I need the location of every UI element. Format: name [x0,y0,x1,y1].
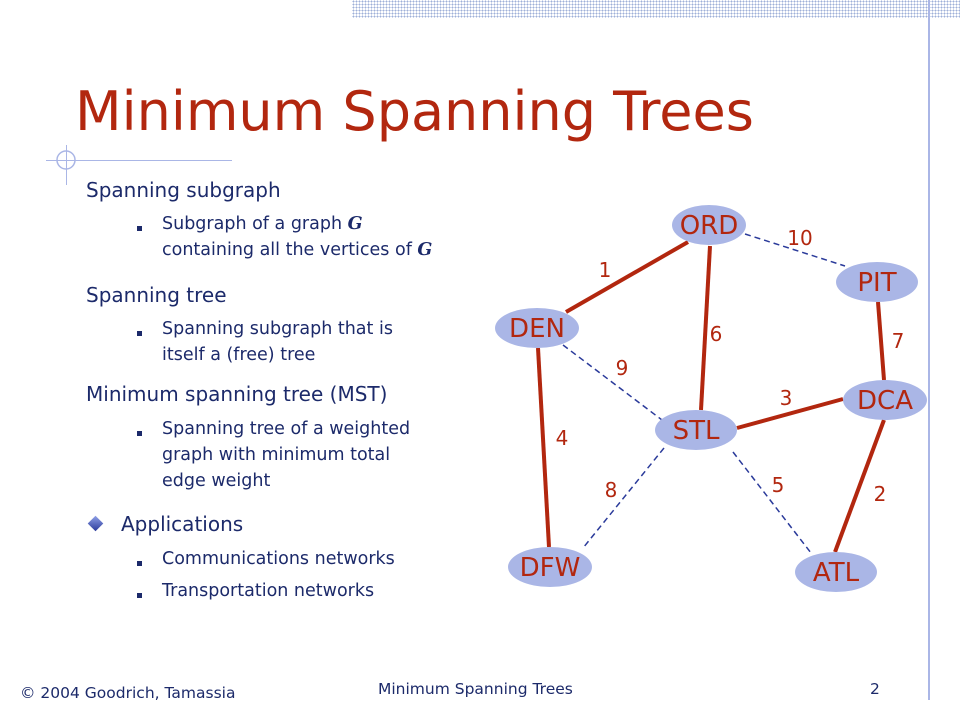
node-shape-dca [843,380,927,420]
decorative-dot-band [352,0,960,18]
decorative-vertical-line [928,0,930,700]
node-label-den: DEN [509,314,565,344]
edge-weight-den-stl: 9 [616,356,629,380]
sub-bullet-text: Transportation networks [162,581,375,601]
square-bullet-icon [137,431,142,436]
square-bullet-icon [137,331,142,336]
sub-bullet-text: Subgraph of a graph G containing all the… [162,214,433,260]
edge-ord-pit-non-mst [744,233,846,267]
edge-weight-ord-stl: 6 [710,322,723,346]
node-shape-den [495,308,579,348]
footer-page-number: 2 [870,680,880,698]
node-den: DEN [495,308,579,348]
bullet-spanning-subgraph: Spanning subgraph [86,178,281,202]
graph-edges [536,233,886,554]
edge-weight-den-dfw: 4 [556,426,569,450]
node-label-dfw: DFW [520,553,581,583]
decorative-horizontal-line [46,160,232,161]
edge-dca-atl-mst [833,419,886,553]
sub-bullet-text: Spanning tree of a weighted graph with m… [162,419,411,491]
edge-den-stl-non-mst [562,344,663,421]
node-shape-pit [836,262,918,302]
edge-weight-stl-dfw: 8 [605,478,618,502]
node-stl: STL [655,410,737,450]
footer-copyright: © 2004 Goodrich, Tamassia [20,684,236,702]
edge-ord-den-mst [565,240,689,314]
node-shape-ord [672,205,746,245]
edge-weight-dca-atl: 2 [874,482,887,506]
node-label-stl: STL [673,416,720,446]
edge-weight-pit-dca: 7 [892,329,905,353]
decorative-corner-circle-icon [56,150,76,170]
slide-title: Minimum Spanning Trees [75,80,754,143]
edge-pit-dca-mst [876,301,886,381]
edge-weight-ord-pit: 10 [787,226,812,250]
node-label-ord: ORD [680,211,739,241]
decorative-left-vertical-line [66,145,67,185]
edge-weight-ord-den: 1 [599,258,612,282]
node-shape-stl [655,410,737,450]
square-bullet-icon [137,593,142,598]
edge-stl-dca-mst [736,397,844,430]
node-label-atl: ATL [813,558,860,588]
node-atl: ATL [795,552,877,592]
node-ord: ORD [672,205,746,245]
node-dca: DCA [843,380,927,420]
node-label-dca: DCA [857,386,913,416]
node-shape-atl [795,552,877,592]
bullet-applications: Applications [121,512,244,536]
graph-nodes: ORD PIT DEN STL DCA DFW ATL [495,205,927,592]
graph-edge-weights: 1 10 6 7 9 4 3 8 5 2 [556,226,905,506]
node-shape-dfw [508,547,592,587]
edge-stl-atl-non-mst [732,451,812,554]
node-dfw: DFW [508,547,592,587]
bullet-list: Spanning subgraph Subgraph of a graph G … [0,0,500,640]
edge-stl-dfw-non-mst [582,447,665,549]
square-bullet-icon [137,561,142,566]
edge-weight-stl-dca: 3 [780,386,793,410]
node-label-pit: PIT [857,268,896,298]
sub-bullet-text: Communications networks [162,549,395,569]
square-bullet-icon [137,226,142,231]
bullet-spanning-tree: Spanning tree [86,283,227,307]
edge-weight-stl-atl: 5 [772,473,785,497]
edge-den-dfw-mst [536,347,551,548]
sub-bullet-text: Spanning subgraph that is itself a (free… [162,319,393,365]
edge-ord-stl-mst [699,245,712,411]
footer-title: Minimum Spanning Trees [378,680,573,698]
node-pit: PIT [836,262,918,302]
bullet-mst: Minimum spanning tree (MST) [86,382,388,406]
